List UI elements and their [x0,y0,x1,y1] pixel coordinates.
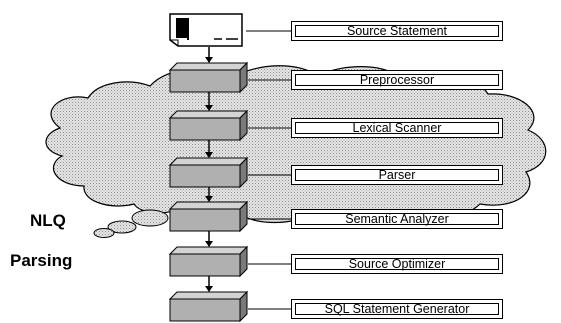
stage-block-4 [168,200,249,233]
stage-label-5: Semantic Analyzer [291,209,503,229]
stage-label-text: SQL Statement Generator [324,302,470,316]
flow-arrow-4 [205,187,213,202]
flow-arrow-3 [205,140,213,158]
parsing-label: Parsing [10,251,73,270]
stage-label-1: Source Statement [291,21,503,41]
stage-block-1 [168,61,249,94]
flow-arrow-2 [205,92,213,111]
stage-label-text: Parser [378,168,416,182]
flow-arrow-5 [205,231,213,247]
stage-label-text: Preprocessor [359,73,435,87]
stage-block-2 [168,109,249,142]
stage-label-3: Lexical Scanner [291,118,503,138]
stage-label-7: SQL Statement Generator [291,299,503,319]
nlq-label: NLQ [30,211,66,230]
stage-label-4: Parser [291,165,503,185]
stage-label-text: Semantic Analyzer [345,212,449,226]
stage-block-5 [168,245,249,278]
stage-label-text: Source Statement [346,24,448,38]
stage-block-3 [168,156,249,189]
stage-block-6 [168,290,249,323]
flow-arrow-6 [205,276,213,292]
document-icon [169,13,243,47]
flow-arrow-1 [205,47,213,63]
stage-label-6: Source Optimizer [291,254,503,274]
stage-label-text: Source Optimizer [348,257,446,271]
stage-label-2: Preprocessor [291,70,503,90]
stage-label-text: Lexical Scanner [352,121,442,135]
